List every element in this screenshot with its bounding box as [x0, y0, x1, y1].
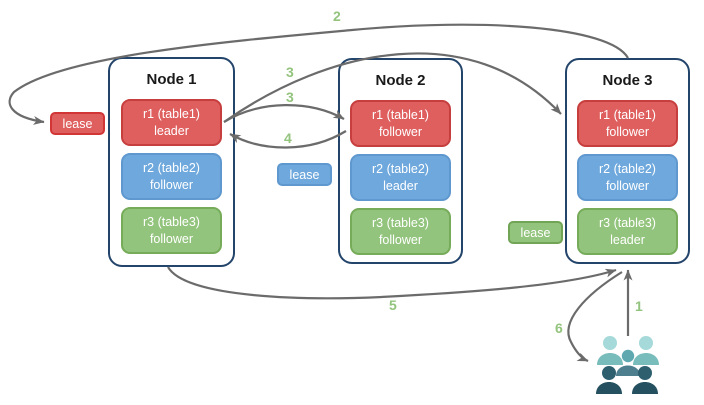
lease-badge-table3: lease	[508, 221, 563, 244]
replica-name: r3 (table3)	[372, 216, 429, 231]
replica-node3-r2: r2 (table2) follower	[577, 154, 678, 201]
arrow-step-2-node3-to-lease1	[8, 23, 629, 125]
node-3-box: Node 3 r1 (table1) follower r2 (table2) …	[565, 58, 690, 264]
step-label-5: 5	[389, 297, 397, 313]
arrow-step-5-node1-to-node3	[167, 266, 617, 300]
replica-node2-r2: r2 (table2) leader	[350, 154, 451, 201]
replica-name: r3 (table3)	[599, 216, 656, 231]
arrow-step-6-node3-to-users	[567, 271, 623, 363]
replica-name: r1 (table1)	[599, 108, 656, 123]
replica-node3-r1: r1 (table1) follower	[577, 100, 678, 147]
replica-role: follower	[378, 232, 423, 247]
replica-role: follower	[605, 178, 650, 193]
arrow-step-3-leader-to-node2	[223, 104, 345, 123]
step-label-2: 2	[333, 8, 341, 24]
person-icon	[616, 349, 640, 376]
replica-node1-r1: r1 (table1) leader	[121, 99, 222, 146]
replica-name: r3 (table3)	[143, 215, 200, 230]
step-label-3a: 3	[286, 64, 294, 80]
node-1-title: Node 1	[146, 71, 197, 88]
node-1-box: Node 1 r1 (table1) leader r2 (table2) fo…	[108, 57, 235, 267]
replica-name: r1 (table1)	[143, 107, 200, 122]
replica-node3-r3: r3 (table3) leader	[577, 208, 678, 255]
node-3-title: Node 3	[602, 72, 653, 89]
person-icon	[597, 336, 623, 365]
replica-name: r2 (table2)	[372, 162, 429, 177]
person-icon	[633, 336, 659, 365]
users-group-icon	[596, 336, 659, 394]
replica-role: follower	[149, 177, 194, 192]
replica-role: leader	[610, 232, 645, 247]
person-icon	[596, 366, 622, 394]
replica-role: follower	[149, 231, 194, 246]
step-label-3b: 3	[286, 89, 294, 105]
replica-node2-r1: r1 (table1) follower	[350, 100, 451, 147]
replica-name: r1 (table1)	[372, 108, 429, 123]
replica-node1-r3: r3 (table3) follower	[121, 207, 222, 254]
replica-name: r2 (table2)	[143, 161, 200, 176]
lease-badge-table2: lease	[277, 163, 332, 186]
replica-role: leader	[383, 178, 418, 193]
replica-name: r2 (table2)	[599, 162, 656, 177]
replica-node2-r3: r3 (table3) follower	[350, 208, 451, 255]
person-icon	[632, 366, 658, 394]
step-label-1: 1	[635, 298, 643, 314]
step-label-6: 6	[555, 320, 563, 336]
node-2-title: Node 2	[375, 72, 426, 89]
lease-badge-table1: lease	[50, 112, 105, 135]
node-2-box: Node 2 r1 (table1) follower r2 (table2) …	[338, 58, 463, 264]
step-label-4: 4	[284, 130, 292, 146]
replica-role: leader	[154, 123, 189, 138]
replica-role: follower	[605, 124, 650, 139]
replica-role: follower	[378, 124, 423, 139]
replica-node1-r2: r2 (table2) follower	[121, 153, 222, 200]
